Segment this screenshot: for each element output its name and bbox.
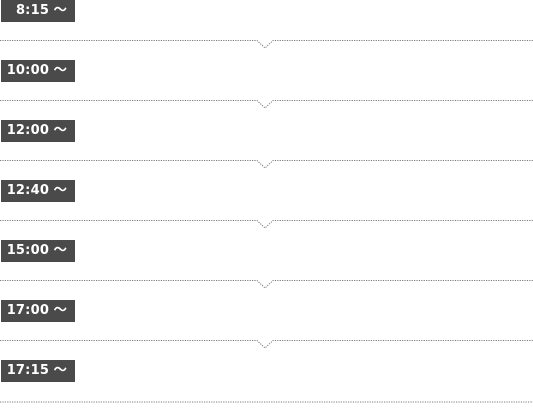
schedule-slot: 10:00 〜 [0,60,533,120]
slot-separator [0,37,533,51]
dotted-divider [0,401,533,403]
time-badge: 10:00 〜 [1,60,75,82]
time-badge: 12:40 〜 [1,180,75,202]
chevron-divider-icon [0,40,533,49]
time-badge: 17:00 〜 [1,300,75,322]
chevron-divider-icon [0,160,533,169]
slot-separator [0,337,533,351]
slot-separator [0,277,533,291]
time-badge: 12:00 〜 [1,120,75,142]
time-badge: 17:15 〜 [1,360,75,382]
schedule-slot: 12:00 〜 [0,120,533,180]
slot-separator [0,97,533,111]
chevron-divider-icon [0,340,533,349]
chevron-divider-icon [0,220,533,229]
slot-separator-final [0,397,533,411]
schedule-slot: 8:15 〜 [0,0,533,60]
time-badge: 15:00 〜 [1,240,75,262]
time-badge: 8:15 〜 [1,0,75,22]
schedule-slot: 17:00 〜 [0,300,533,360]
slot-separator [0,157,533,171]
schedule-slot: 12:40 〜 [0,180,533,240]
slot-separator [0,217,533,231]
schedule-slot: 15:00 〜 [0,240,533,300]
schedule-timeline: 8:15 〜 10:00 〜 12:00 〜 12:40 〜 [0,0,533,403]
chevron-divider-icon [0,100,533,109]
schedule-slot: 17:15 〜 [0,360,533,420]
chevron-divider-icon [0,280,533,289]
